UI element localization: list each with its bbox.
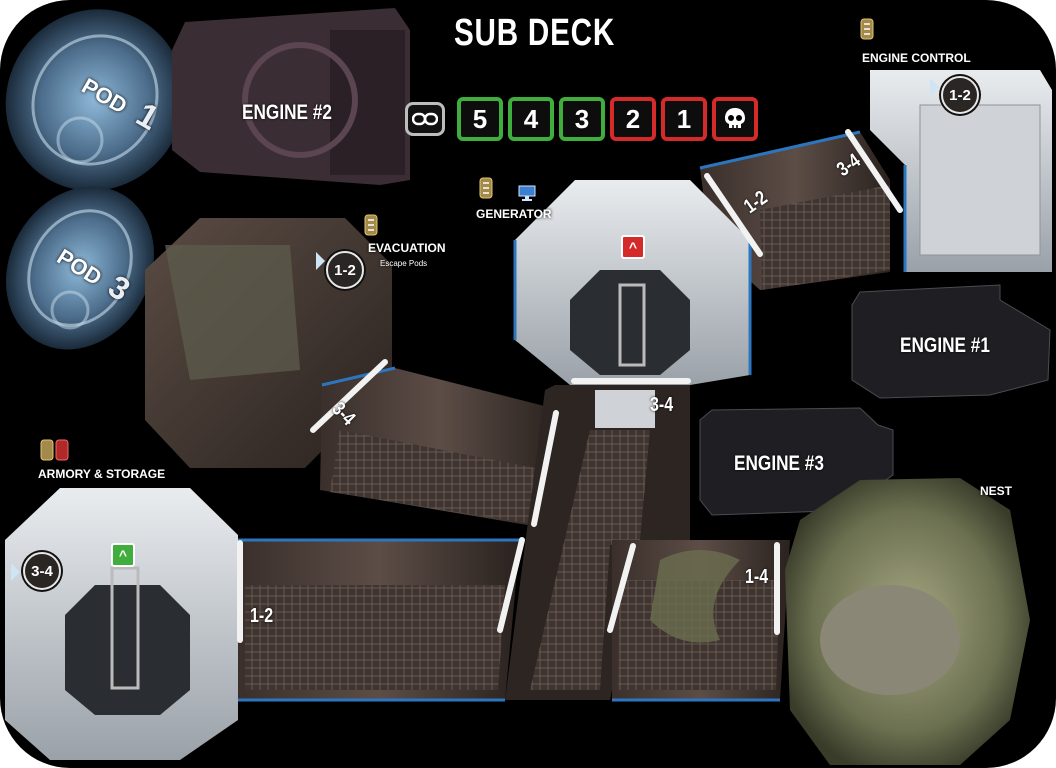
armory-item-icon [40, 439, 69, 461]
armory-entry-chevron [11, 563, 20, 581]
room-evacuation-label[interactable]: EVACUATION [368, 241, 446, 255]
evacuation-badge[interactable]: 1-2 [326, 251, 364, 289]
evacuation-item-icon [364, 214, 378, 236]
room-engine-control-label[interactable]: ENGINE CONTROL [862, 51, 971, 65]
armory-up-arrow-icon[interactable]: ^ [111, 543, 135, 567]
chain-link-icon [405, 102, 445, 136]
track-step-3[interactable]: 3 [559, 97, 605, 141]
pod-1-art [5, 9, 185, 191]
pod-3-art [5, 186, 155, 350]
track-step-1[interactable]: 1 [661, 97, 707, 141]
room-armory-label[interactable]: ARMORY & STORAGE [38, 467, 166, 481]
room-engine-3-label[interactable]: ENGINE #3 [734, 452, 824, 475]
engine-control-badge[interactable]: 1-2 [941, 76, 979, 114]
track-step-2[interactable]: 2 [610, 97, 656, 141]
generator-up-arrow-icon[interactable]: ^ [621, 235, 645, 259]
skull-icon[interactable] [712, 97, 758, 141]
armory-badge[interactable]: 3-4 [23, 552, 61, 590]
engine-control-entry-chevron [930, 78, 939, 96]
door-generator-bottom[interactable]: 3-4 [650, 394, 674, 416]
computer-icon [518, 185, 536, 201]
track-step-4[interactable]: 4 [508, 97, 554, 141]
deck-title: SUB DECK [454, 12, 616, 54]
track-step-5[interactable]: 5 [457, 97, 503, 141]
room-nest-label[interactable]: NEST [980, 484, 1013, 498]
evacuation-entry-chevron [316, 252, 325, 270]
generator-item-icon [479, 177, 493, 199]
door-nest-entry[interactable]: 1-4 [745, 566, 769, 588]
room-engine-1-label[interactable]: ENGINE #1 [900, 334, 990, 357]
room-generator-label[interactable]: GENERATOR [476, 207, 552, 221]
room-evacuation-sublabel: Escape Pods [380, 259, 428, 268]
room-engine-2-label[interactable]: ENGINE #2 [242, 101, 332, 124]
door-armory-corridor[interactable]: 1-2 [250, 605, 274, 627]
engine-control-item-icon [860, 18, 874, 40]
